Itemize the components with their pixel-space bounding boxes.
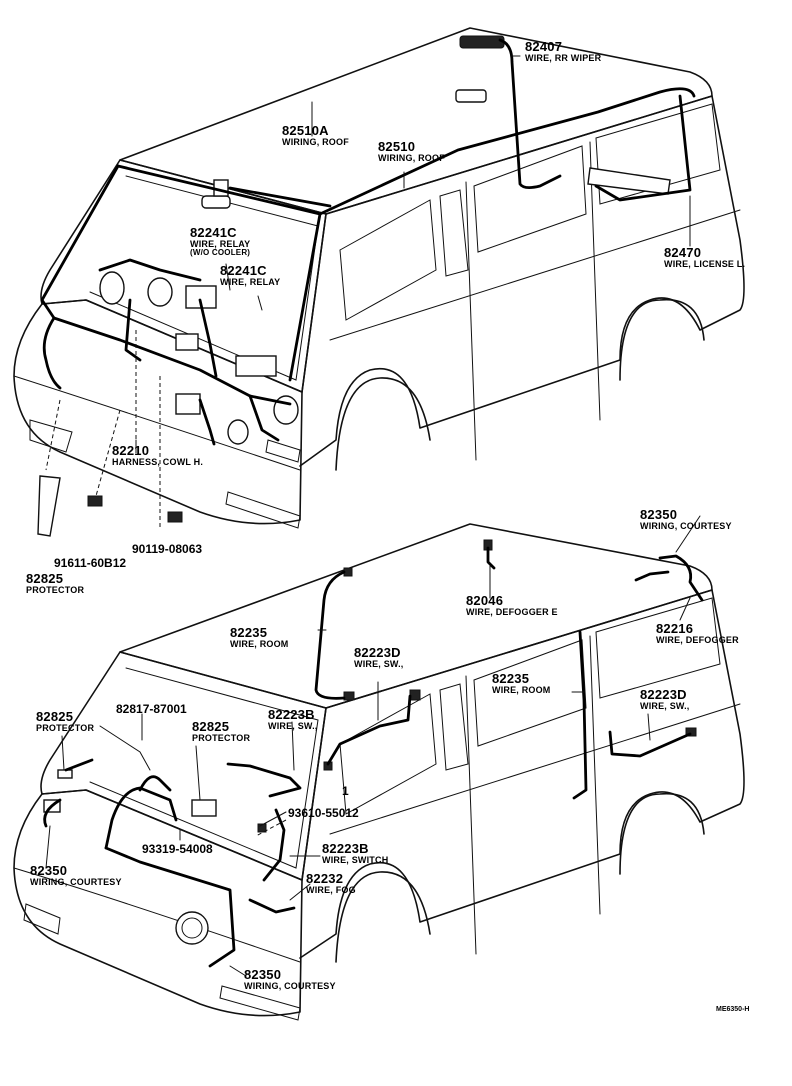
part-description: WIRE, ROOM <box>230 639 289 649</box>
leader-lines <box>45 55 701 977</box>
bottom-van-wiring <box>43 546 704 968</box>
part-number: 82350 <box>244 967 282 982</box>
diagram-code: ME6350-H <box>716 1006 750 1013</box>
part-number: 82235 <box>492 671 530 686</box>
part-93610-55012: 93610-55012 <box>288 806 359 820</box>
part-number: 82223D <box>640 687 687 702</box>
label-82350-bottom: 82350 WIRING, COURTESY <box>244 968 336 991</box>
label-82223d-rear: 82223D WIRE, SW., <box>640 688 690 711</box>
part-description: WIRE, SW., <box>268 721 318 731</box>
label-82046: 82046 WIRE, DEFOGGER E <box>466 594 558 617</box>
part-number: 82235 <box>230 625 268 640</box>
label-82223b-sw: 82223B WIRE, SW., <box>268 708 318 731</box>
part-description: WIRE, DEFOGGER E <box>466 607 558 617</box>
part-description: HARNESS, COWL H. <box>112 457 204 467</box>
part-description: WIRING, ROOF <box>378 153 445 163</box>
label-82223d-center: 82223D WIRE, SW., <box>354 646 404 669</box>
label-82232: 82232 WIRE, FOG <box>306 872 356 895</box>
label-82223b-switch: 82223B WIRE, SWITCH <box>322 842 388 865</box>
part-number: 82407 <box>525 39 563 54</box>
part-number: 82825 <box>192 719 230 734</box>
label-82470: 82470 WIRE, LICENSE L. <box>664 246 745 269</box>
part-description: PROTECTOR <box>36 723 95 733</box>
part-description: WIRE, SW., <box>640 701 690 711</box>
part-description: WIRE, FOG <box>306 885 356 895</box>
part-number: 82216 <box>656 621 694 636</box>
part-number: 82350 <box>640 507 678 522</box>
part-description: WIRING, ROOF <box>282 137 349 147</box>
part-number: 82825 <box>36 709 74 724</box>
part-number: 82046 <box>466 593 504 608</box>
part-91611-60b12: 91611-60B12 <box>54 556 127 570</box>
label-82510a: 82510A WIRING, ROOF <box>282 124 349 147</box>
part-description: WIRE, RR WIPER <box>525 53 602 63</box>
label-82350-left: 82350 WIRING, COURTESY <box>30 864 122 887</box>
label-82407: 82407 WIRE, RR WIPER <box>525 40 601 63</box>
part-description: PROTECTOR <box>26 585 85 595</box>
part-90119-08063: 90119-08063 <box>132 542 203 556</box>
label-82235-roof: 82235 WIRE, ROOM <box>230 626 289 649</box>
part-number: 82223B <box>322 841 369 856</box>
label-82510: 82510 WIRING, ROOF <box>378 140 445 163</box>
label-82825-top: 82825 PROTECTOR <box>26 572 84 595</box>
part-number: 82232 <box>306 871 344 886</box>
top-van-body <box>13 27 745 537</box>
part-number: 82241C <box>190 225 237 240</box>
part-number: 82241C <box>220 263 267 278</box>
part-number: 82210 <box>112 443 150 458</box>
part-description: WIRING, COURTESY <box>244 981 336 991</box>
part-number: 82223B <box>268 707 315 722</box>
label-82825-center: 82825 PROTECTOR <box>192 720 250 743</box>
top-van-wiring <box>40 38 696 530</box>
part-number: 82223D <box>354 645 401 660</box>
label-82216: 82216 WIRE, DEFOGGER <box>656 622 739 645</box>
part-description: WIRE, DEFOGGER <box>656 635 739 645</box>
part-description: WIRING, COURTESY <box>640 521 732 531</box>
part-93319-54008: 93319-54008 <box>142 842 213 856</box>
label-82825-left: 82825 PROTECTOR <box>36 710 94 733</box>
part-callout-1: 1 <box>342 784 349 798</box>
part-description: WIRE, SWITCH <box>322 855 389 865</box>
part-description: WIRE, RELAY <box>190 239 251 249</box>
part-note: (W/O COOLER) <box>190 248 251 257</box>
label-82210: 82210 HARNESS, COWL H. <box>112 444 203 467</box>
bottom-van-body <box>13 523 745 1021</box>
label-82241c: 82241C WIRE, RELAY <box>220 264 280 287</box>
label-82235-door: 82235 WIRE, ROOM <box>492 672 551 695</box>
part-number: 82470 <box>664 245 702 260</box>
part-description: WIRE, RELAY <box>220 277 281 287</box>
part-82817-87001: 82817-87001 <box>116 702 187 716</box>
part-description: WIRING, COURTESY <box>30 877 122 887</box>
part-number: 82510A <box>282 123 329 138</box>
part-description: PROTECTOR <box>192 733 251 743</box>
part-description: WIRE, ROOM <box>492 685 551 695</box>
part-number: 82510 <box>378 139 416 154</box>
label-82241c-wo-cooler: 82241C WIRE, RELAY (W/O COOLER) <box>190 226 250 257</box>
label-82350-top-right: 82350 WIRING, COURTESY <box>640 508 732 531</box>
part-number: 82350 <box>30 863 68 878</box>
part-number: 82825 <box>26 571 64 586</box>
part-description: WIRE, SW., <box>354 659 404 669</box>
part-description: WIRE, LICENSE L. <box>664 259 746 269</box>
